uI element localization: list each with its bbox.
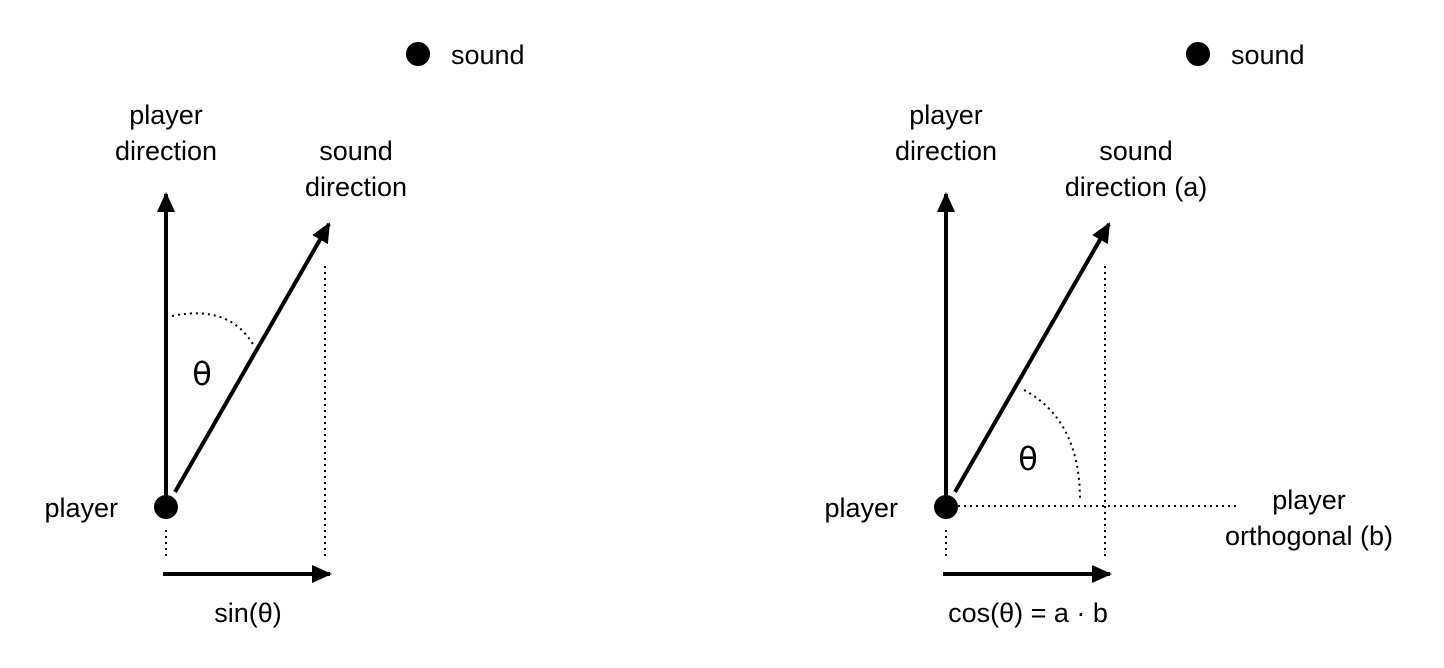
orthogonal-label-line2: orthogonal (b) [1225, 521, 1393, 551]
sound-label: sound [1231, 40, 1305, 70]
sound-direction-label-line1: sound [319, 136, 393, 166]
player-point [154, 495, 178, 519]
sound-label: sound [451, 40, 525, 70]
player-label: player [44, 493, 118, 523]
orthogonal-label-line1: player [1272, 485, 1346, 515]
angle-arc [1023, 389, 1081, 501]
sound-direction-label-line2: direction [305, 172, 407, 202]
angle-symbol: θ [192, 355, 212, 393]
player-direction-label-line2: direction [895, 136, 997, 166]
projection-label: cos(θ) = a · b [948, 598, 1108, 628]
angle-symbol: θ [1018, 440, 1038, 478]
sound-direction-arrow [953, 222, 1111, 493]
player-direction-label-line1: player [909, 100, 983, 130]
sound-point [406, 42, 430, 66]
player-direction-label-line2: direction [115, 136, 217, 166]
player-direction-label-line1: player [129, 100, 203, 130]
left-panel: sound player direction sound direction θ… [44, 40, 524, 628]
right-panel: sound player direction sound direction (… [824, 40, 1393, 628]
sound-direction-arrow [173, 222, 331, 493]
projection-label: sin(θ) [214, 598, 282, 628]
sound-direction-label-line2: direction (a) [1065, 172, 1208, 202]
sound-point [1186, 42, 1210, 66]
player-label: player [824, 493, 898, 523]
player-point [934, 495, 958, 519]
sound-direction-label-line1: sound [1099, 136, 1173, 166]
angle-arc [171, 312, 255, 347]
